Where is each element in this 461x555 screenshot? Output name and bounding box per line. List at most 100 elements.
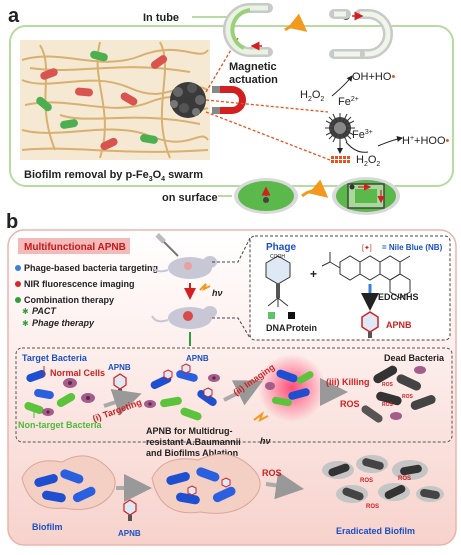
biofilm-label-bg <box>20 160 210 182</box>
biofilm-cluster <box>21 455 116 510</box>
ros-label: ROS <box>340 399 360 409</box>
svg-text:H2O2: H2O2 <box>356 154 380 168</box>
bullet-combination: Combination therapy <box>24 295 114 305</box>
killing-label: (iii) Killing <box>326 377 370 387</box>
sub-bullet-phage: Phage therapy <box>32 318 95 328</box>
target-bacteria-label: Target Bacteria <box>22 353 88 363</box>
phage-label: Phage <box>266 242 296 253</box>
swarm-cluster <box>170 82 206 118</box>
fenton-reaction: H2O2 OH+HO• Fe2+ <box>300 71 450 168</box>
edc-label: EDC/NHS <box>378 292 419 302</box>
actuation-label: actuation <box>229 74 278 86</box>
eradicated-label: Eradicated Biofilm <box>336 526 415 536</box>
hv-label-2: hν <box>260 436 271 446</box>
dead-bacteria-label: Dead Bacteria <box>384 353 445 363</box>
svg-text:H++HOO•: H++HOO• <box>402 135 450 147</box>
svg-text:ROS: ROS <box>398 476 411 482</box>
nile-blue-structure <box>321 252 411 299</box>
sub-bullet-pact: PACT <box>32 306 57 316</box>
ablation-line-3: and Biofilms Ablation <box>146 448 238 458</box>
hv-label: hν <box>212 288 223 298</box>
protein-swatch <box>288 312 295 319</box>
panel-a-letter: a <box>8 5 20 27</box>
surface-dish-after <box>332 177 400 215</box>
panel-b-letter: b <box>6 211 18 233</box>
title-banner <box>18 238 130 254</box>
apnb-label-small: APNB <box>108 363 131 372</box>
svg-text:ROS: ROS <box>382 382 394 388</box>
on-surface-label: on surface <box>162 192 218 204</box>
apnb-label-bottom: APNB <box>118 529 141 538</box>
arrow-eradication <box>265 471 304 500</box>
bullet-imaging: NIR fluorescence imaging <box>24 279 135 289</box>
cooh-label: COOH <box>270 254 285 260</box>
light-icon-2 <box>253 411 269 422</box>
mouse-injection <box>151 233 217 279</box>
light-icon <box>199 283 211 292</box>
panel-b: b Multifunctional APNB Phage-based bacte… <box>6 211 457 546</box>
in-tube-label: In tube <box>143 12 179 24</box>
svg-text:ROS: ROS <box>366 504 379 510</box>
mixed-population <box>24 366 95 416</box>
bullet-dot <box>15 297 21 303</box>
arrow-targeting <box>103 389 142 416</box>
svg-text:H2O2: H2O2 <box>300 89 324 103</box>
bound-population <box>144 363 220 421</box>
svg-text:ROS: ROS <box>402 394 414 400</box>
biofilm-removal-label: Biofilm removal by p-Fe3O4 swarm <box>24 169 203 183</box>
dna-label: DNA <box>266 323 286 333</box>
dashed-connector <box>212 237 251 263</box>
syringe-icon <box>161 239 179 257</box>
dashed-connector-2 <box>212 317 251 339</box>
dead-bacteria: ROS ROS ROS <box>361 365 436 423</box>
ros-label-bottom: ROS <box>262 468 282 478</box>
plus-sign: + <box>310 267 317 281</box>
eradicated-biofilm: ROS ROS ROS <box>322 455 444 510</box>
star-icon: ✱ <box>22 307 29 316</box>
apnb-icon-bottom <box>123 499 137 521</box>
panel-a: a In tube <box>8 3 454 215</box>
feature-list: Phage-based bacteria targeting NIR fluor… <box>15 263 158 328</box>
normal-cells-label: Normal Cells <box>50 368 105 378</box>
nile-blue-label: = Nile Blue (NB) <box>382 243 443 252</box>
title-text: Multifunctional APNB <box>24 242 126 253</box>
star-icon: ✱ <box>22 319 29 328</box>
particle-dots <box>331 156 350 163</box>
zoom-line-mid2 <box>205 99 329 113</box>
u-tube-after <box>329 9 393 59</box>
phage-icon <box>265 255 291 307</box>
arrow-surface <box>301 179 329 198</box>
urchin-particle <box>325 113 355 143</box>
magnetic-label: Magnetic <box>229 61 277 73</box>
protein-label: Protein <box>286 323 317 333</box>
bullet-dot <box>15 281 21 287</box>
dna-swatch <box>268 312 275 319</box>
svg-text:Fe3+: Fe3+ <box>352 129 373 141</box>
svg-text:OH+HO•: OH+HO• <box>352 71 395 83</box>
mouse-irradiated <box>151 306 217 329</box>
ablation-line-1: APNB for Multidrug- <box>146 426 232 436</box>
biofilm-bacteria <box>36 50 168 151</box>
svg-text:ROS: ROS <box>360 478 373 484</box>
arrow-tube <box>284 13 308 32</box>
magnet-icon <box>212 86 246 114</box>
non-target-label: Non-target Bacteria <box>18 420 103 430</box>
ablation-line-2: resistant A.Baumannii <box>146 437 241 447</box>
mechanism-box <box>15 347 453 443</box>
u-tube-before <box>223 3 273 57</box>
svg-text:Fe2+: Fe2+ <box>338 96 359 108</box>
fluorescent-population <box>258 354 326 422</box>
apnb-label-scene2: APNB <box>186 354 209 363</box>
apnb-icon <box>361 311 379 338</box>
treated-biofilm <box>151 453 261 514</box>
nb-marker: [✦] <box>362 244 372 252</box>
bullet-targeting: Phage-based bacteria targeting <box>24 263 158 273</box>
biofilm-label: Biofilm <box>32 522 63 532</box>
bullet-dot <box>15 265 21 271</box>
zoom-line-mid <box>205 111 331 161</box>
surface-dish-before <box>234 178 298 214</box>
apnb-label: APNB <box>386 320 412 330</box>
svg-text:ROS: ROS <box>382 402 394 408</box>
